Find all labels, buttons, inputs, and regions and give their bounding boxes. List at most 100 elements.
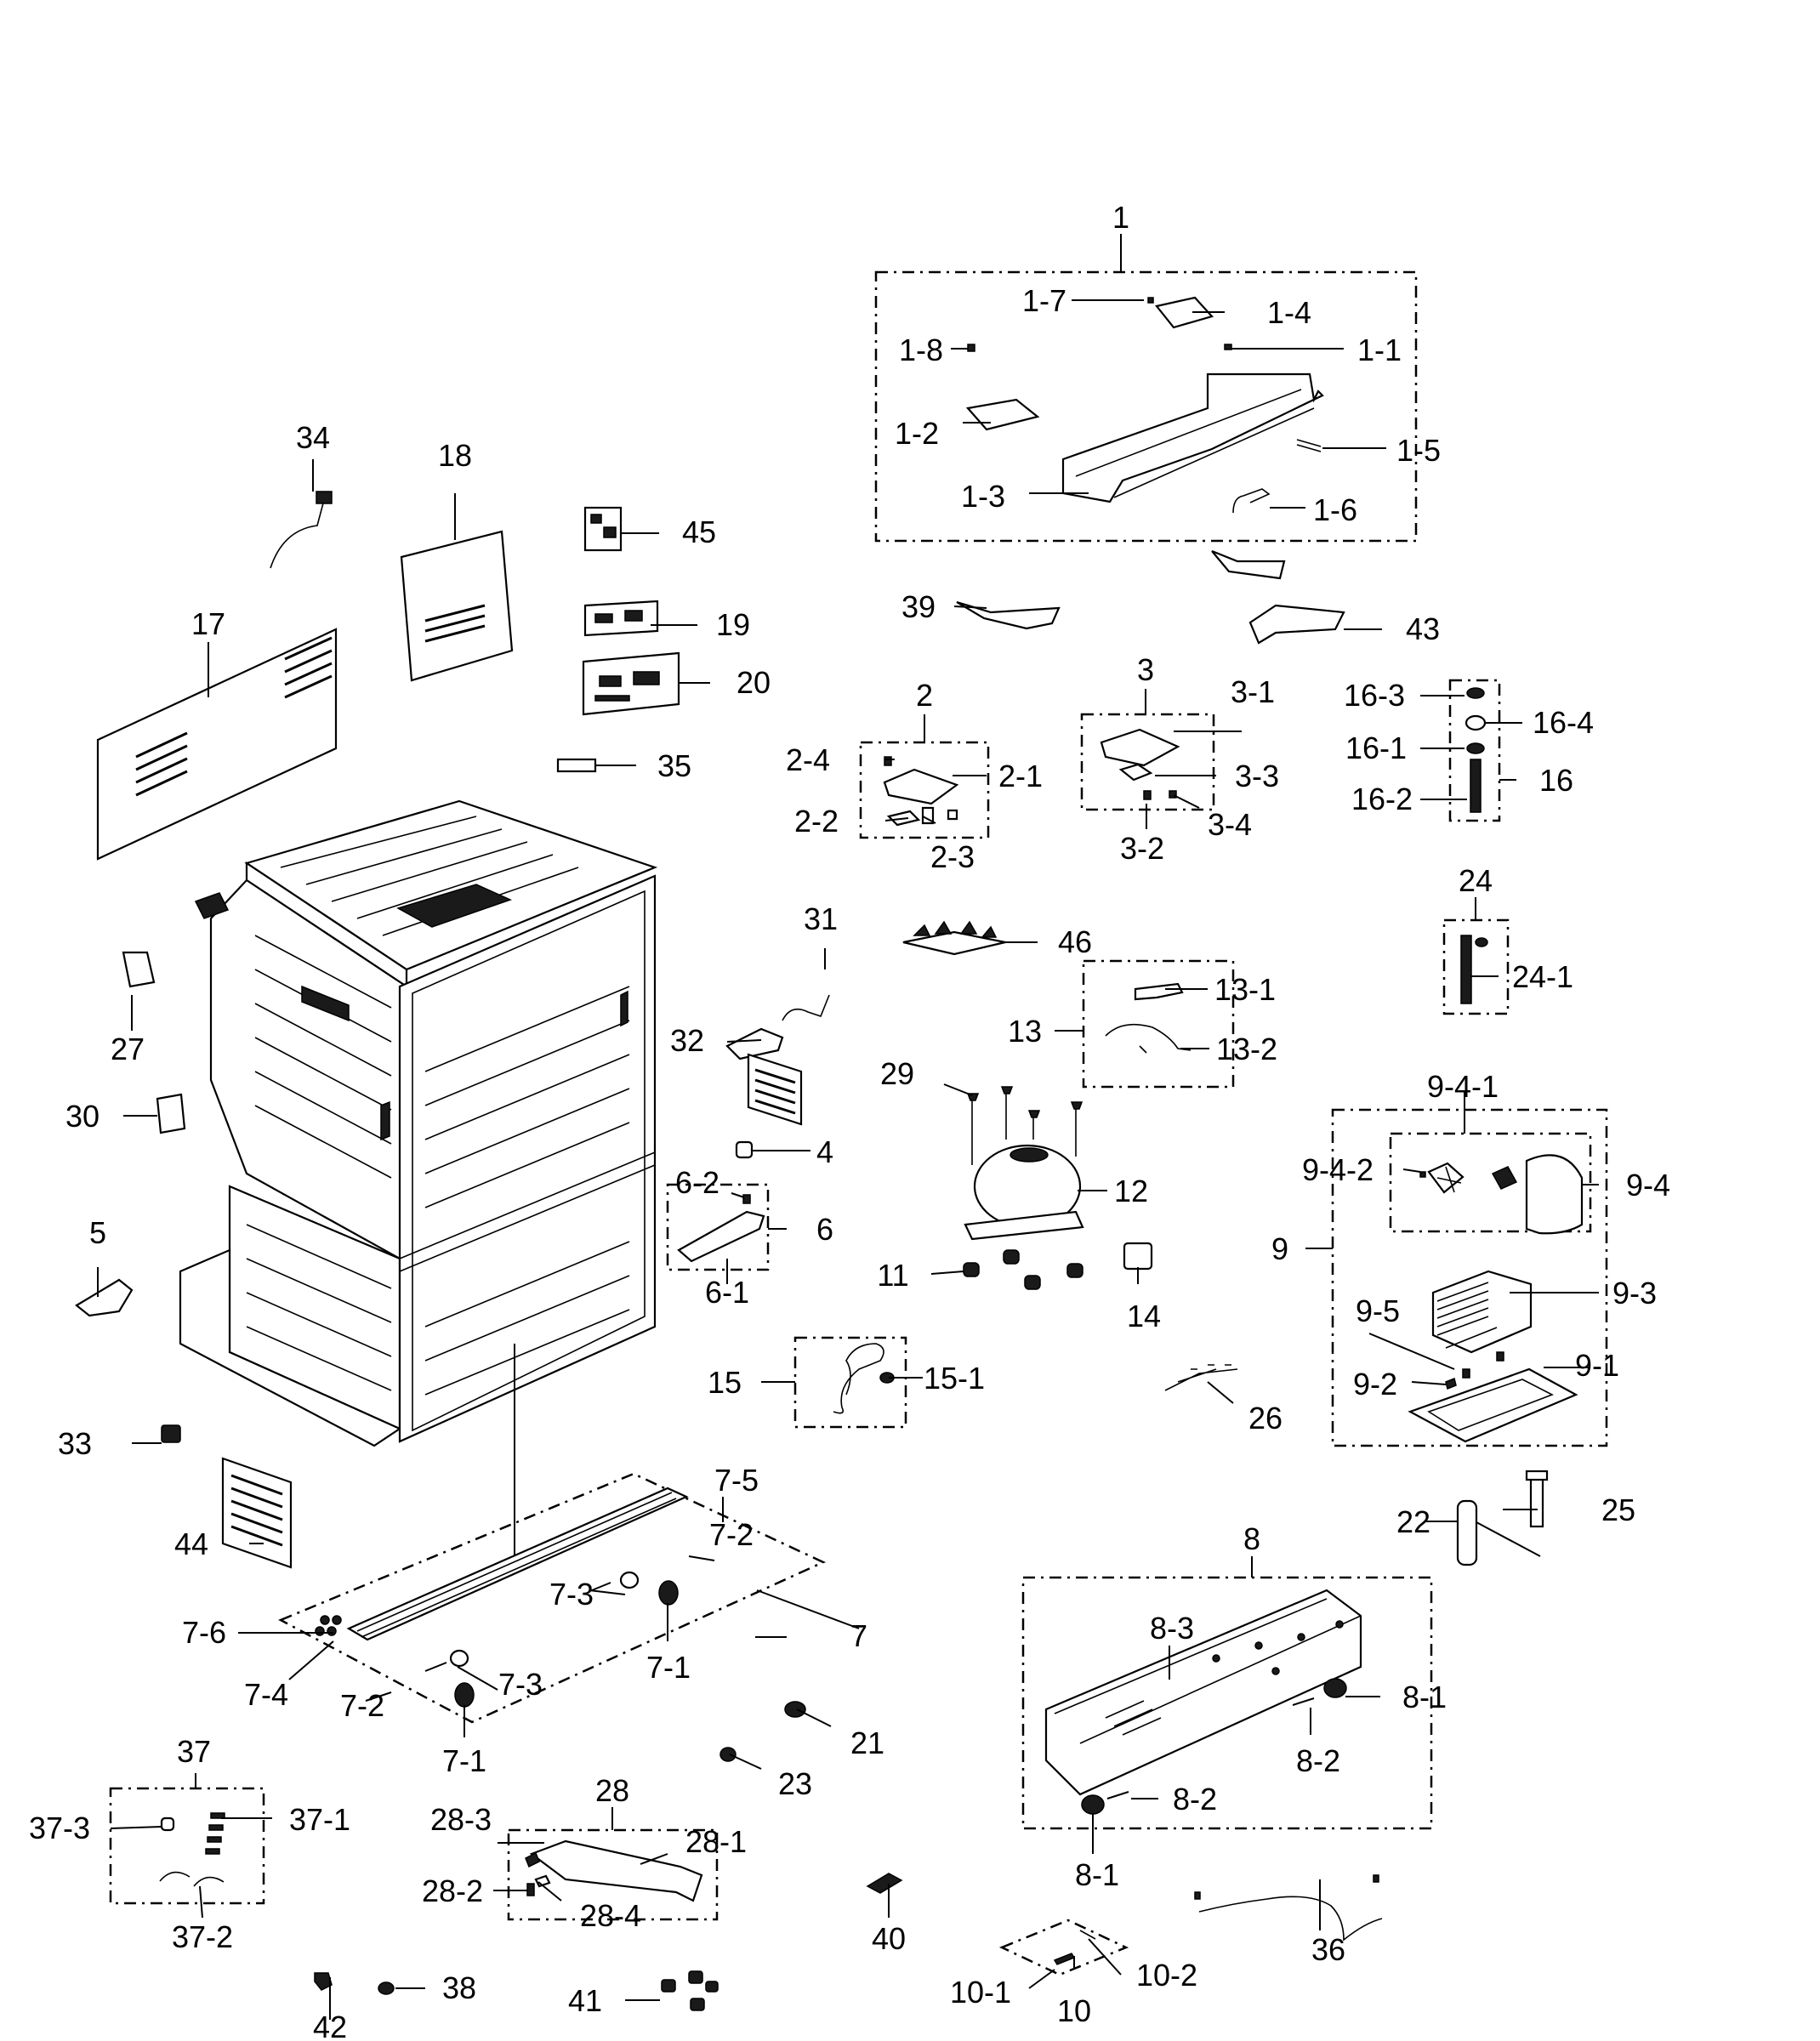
washer-2-3b bbox=[947, 809, 958, 821]
hinge-pin-3-2 bbox=[1143, 790, 1152, 800]
hinge-32 bbox=[725, 1027, 784, 1060]
label-28: 28 bbox=[595, 1773, 629, 1808]
roller-8-1a bbox=[1323, 1678, 1347, 1698]
label-25: 25 bbox=[1601, 1492, 1635, 1527]
sensor-wire-31 bbox=[782, 994, 830, 1021]
label-11: 11 bbox=[877, 1258, 908, 1293]
label-9-4: 9-4 bbox=[1626, 1168, 1670, 1202]
label-7-3-top: 7-3 bbox=[549, 1577, 594, 1612]
label-8: 8 bbox=[1243, 1521, 1260, 1556]
compressor-bolts-29 bbox=[971, 1089, 1077, 1165]
label-16-2: 16-2 bbox=[1351, 782, 1413, 816]
label-22: 22 bbox=[1396, 1504, 1430, 1539]
label-23: 23 bbox=[778, 1766, 812, 1801]
label-7-2-top: 7-2 bbox=[709, 1517, 754, 1552]
group-box-24 bbox=[1442, 918, 1510, 1015]
label-3-2: 3-2 bbox=[1120, 831, 1164, 866]
relay-14 bbox=[1123, 1242, 1153, 1271]
filter-22 bbox=[1456, 1499, 1478, 1566]
screw-9-5 bbox=[1462, 1351, 1504, 1379]
label-39: 39 bbox=[901, 589, 936, 624]
roller-8-1b bbox=[1081, 1794, 1105, 1815]
wire-34 bbox=[270, 499, 325, 569]
label-35: 35 bbox=[657, 748, 691, 783]
cabinet-top-hinge bbox=[194, 892, 230, 919]
wire-harness-36 bbox=[1198, 1896, 1383, 1942]
label-9-3: 9-3 bbox=[1612, 1276, 1657, 1310]
pcb-20 bbox=[582, 651, 680, 716]
hinge-6-1 bbox=[677, 1210, 765, 1263]
wire-harness-13-2 bbox=[1105, 1023, 1192, 1054]
cover-27 bbox=[122, 951, 156, 988]
bracket-28-1 bbox=[529, 1839, 703, 1902]
hinge-pin-2-3 bbox=[921, 806, 935, 825]
rear-cover-17-vent-left bbox=[135, 731, 188, 797]
pin-8-2b bbox=[1106, 1791, 1129, 1799]
cabinet-side-vent bbox=[301, 985, 350, 1022]
label-4: 4 bbox=[816, 1134, 833, 1169]
hinge-plate-2-1 bbox=[883, 768, 959, 805]
label-9-2: 9-2 bbox=[1353, 1367, 1397, 1401]
label-8-1-left: 8-1 bbox=[1075, 1857, 1119, 1892]
vent-grille-32 bbox=[747, 1053, 803, 1126]
rear-cover-17 bbox=[96, 628, 338, 861]
cap-16-3 bbox=[1466, 687, 1485, 699]
hinge-bracket-39 bbox=[956, 600, 1061, 630]
cabinet-front-inner bbox=[412, 890, 646, 1432]
hinge-cover-1-4 bbox=[1155, 296, 1214, 329]
clip-42 bbox=[314, 1972, 333, 1991]
label-28-4: 28-4 bbox=[580, 1898, 641, 1933]
label-5: 5 bbox=[89, 1215, 106, 1250]
group-box-9 bbox=[1331, 1108, 1608, 1447]
label-1-3: 1-3 bbox=[961, 479, 1005, 514]
label-44: 44 bbox=[174, 1526, 208, 1561]
filter-22-tube bbox=[1476, 1521, 1541, 1557]
group-box-6 bbox=[666, 1183, 770, 1271]
pcb-19 bbox=[583, 600, 659, 637]
label-37-1: 37-1 bbox=[289, 1802, 350, 1837]
label-18: 18 bbox=[438, 438, 472, 473]
rail-7-5-inner bbox=[356, 1492, 677, 1638]
screws-37-1 bbox=[205, 1812, 225, 1855]
label-12: 12 bbox=[1114, 1174, 1148, 1208]
label-45: 45 bbox=[682, 515, 716, 549]
label-41: 41 bbox=[568, 1983, 602, 2018]
top-hinge-bracket-fold bbox=[1075, 389, 1315, 498]
group-box-10 bbox=[998, 1919, 1129, 1976]
label-9-4-2: 9-4-2 bbox=[1302, 1152, 1374, 1187]
shaft-24-1 bbox=[1460, 935, 1472, 1004]
top-hinge-bracket-1-3 bbox=[1061, 372, 1324, 503]
label-3-3: 3-3 bbox=[1235, 759, 1279, 793]
label-7-6: 7-6 bbox=[182, 1615, 226, 1650]
cap-4 bbox=[735, 1140, 754, 1159]
group-box-37 bbox=[109, 1787, 265, 1905]
label-10: 10 bbox=[1057, 1993, 1091, 2028]
pin-1-7 bbox=[1147, 297, 1154, 304]
label-28-3: 28-3 bbox=[430, 1802, 492, 1837]
label-30: 30 bbox=[65, 1099, 100, 1134]
label-33: 33 bbox=[58, 1426, 92, 1461]
compressor-12-base bbox=[964, 1210, 1084, 1241]
screw-9-4-2 bbox=[1419, 1171, 1426, 1178]
hinge-block-3-3 bbox=[1118, 763, 1153, 782]
pcb-cover-18-vent bbox=[424, 604, 486, 643]
rod-16-2 bbox=[1470, 759, 1482, 813]
cabinet-frame-slot-2 bbox=[620, 990, 628, 1027]
label-19: 19 bbox=[716, 607, 750, 642]
tube-25 bbox=[1529, 1474, 1544, 1528]
label-37-2: 37-2 bbox=[172, 1919, 233, 1954]
cabinet-divider bbox=[229, 1151, 656, 1272]
hinge-bracket-43 bbox=[1248, 604, 1345, 645]
label-9-1: 9-1 bbox=[1575, 1348, 1619, 1383]
tube-25-cap bbox=[1525, 1470, 1549, 1481]
label-9-4-1: 9-4-1 bbox=[1427, 1069, 1499, 1104]
switch-30 bbox=[156, 1093, 186, 1134]
bracket-5 bbox=[75, 1278, 134, 1317]
label-16: 16 bbox=[1539, 763, 1573, 798]
label-8-2-right: 8-2 bbox=[1296, 1743, 1340, 1778]
pcb-45-chips bbox=[590, 514, 617, 538]
grommet-23 bbox=[719, 1747, 737, 1762]
bolt-head-29 bbox=[966, 1086, 1083, 1118]
fasteners-41 bbox=[661, 1970, 719, 2011]
label-24-1: 24-1 bbox=[1512, 959, 1573, 994]
